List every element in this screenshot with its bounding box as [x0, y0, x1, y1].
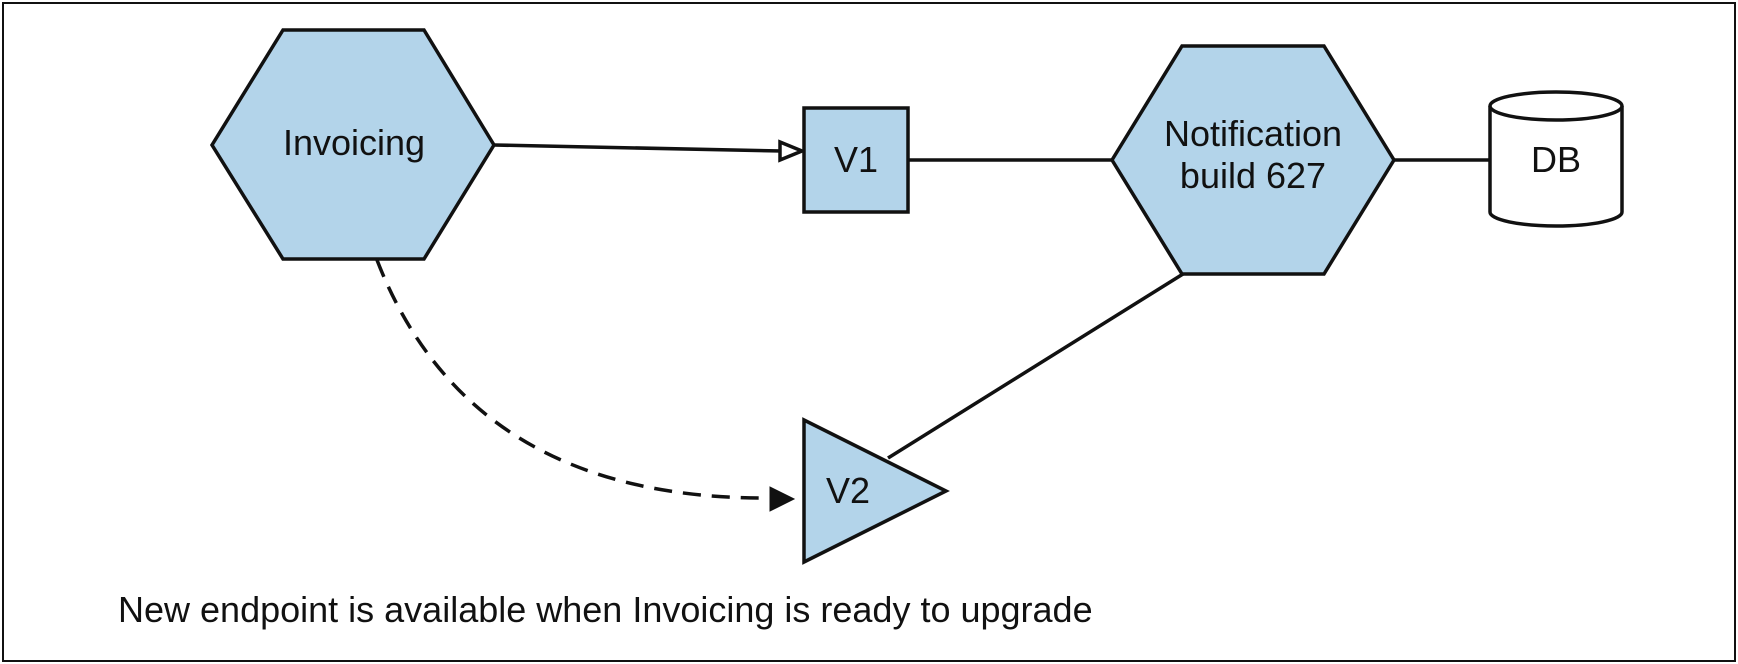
edge-invoicing-to-v2-dashed [375, 259, 771, 500]
edge-notification-to-v2 [887, 272, 1184, 460]
node-db-label: DB [1531, 139, 1581, 180]
node-v2: V2 [802, 417, 950, 565]
node-db: DB [1488, 90, 1624, 228]
node-invoicing-label: Invoicing [283, 122, 425, 163]
cylinder-top [1488, 90, 1624, 122]
node-notification-label-line2: build 627 [1180, 155, 1326, 196]
diagram-caption: New endpoint is available when Invoicing… [118, 589, 1093, 630]
node-notification: Notification build 627 [1109, 44, 1397, 276]
node-notification-label-line1: Notification [1164, 113, 1342, 154]
node-v1: V1 [802, 106, 910, 214]
node-v2-label: V2 [826, 470, 870, 511]
open-arrowhead-icon [778, 139, 807, 163]
cylinder-body [1488, 106, 1624, 228]
node-invoicing: Invoicing [209, 28, 497, 261]
hexagon-shape [1109, 44, 1397, 276]
node-v1-label: V1 [834, 139, 878, 180]
square-shape [802, 106, 910, 214]
edge-invoicing-to-v1 [493, 143, 783, 153]
filled-arrowhead-icon [769, 486, 796, 512]
hexagon-shape [209, 28, 497, 261]
triangle-shape [802, 417, 950, 565]
